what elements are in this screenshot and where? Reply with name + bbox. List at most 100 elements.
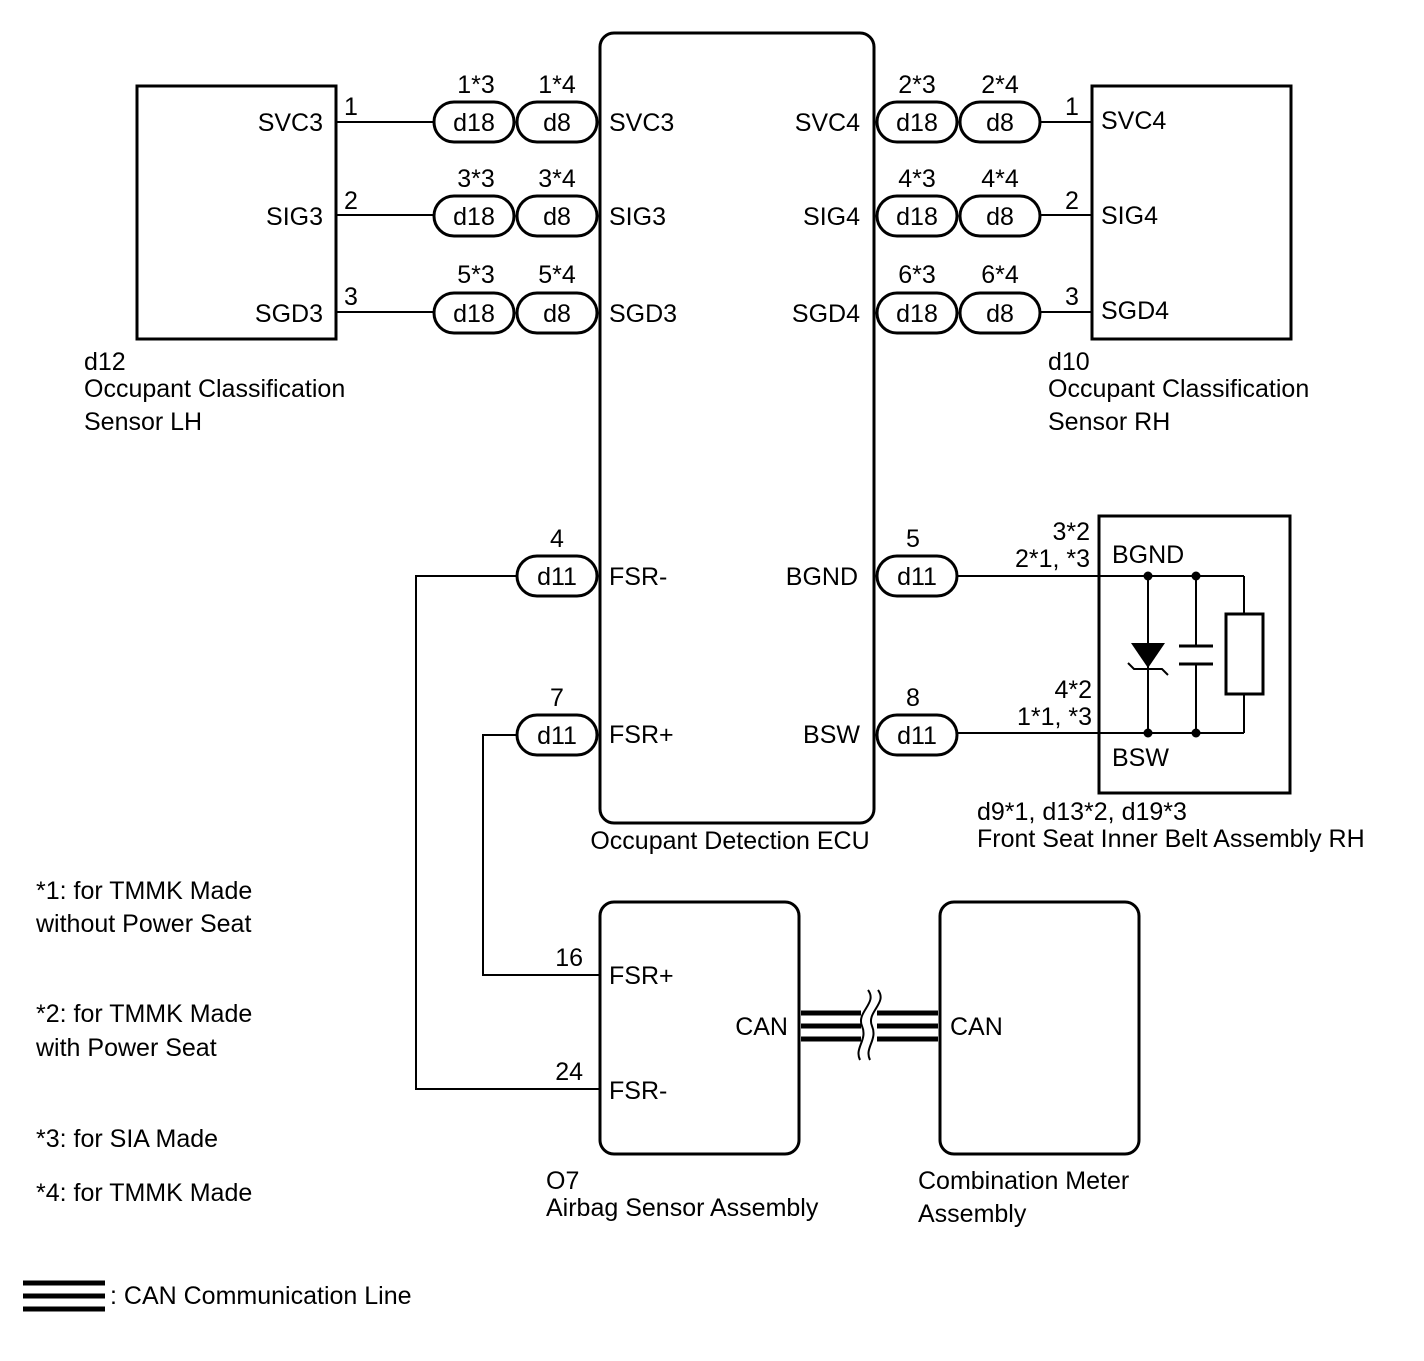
connector-lh-3-b-pin: 5*4 bbox=[538, 261, 576, 289]
sensor-lh-box bbox=[135, 84, 338, 341]
ecu-pin-svc4: SVC4 bbox=[795, 109, 860, 137]
belt-name: Front Seat Inner Belt Assembly RH bbox=[977, 825, 1365, 853]
airbag-sensor-box bbox=[598, 900, 801, 1156]
zener-diode-icon bbox=[1127, 643, 1169, 676]
airbag-name: Airbag Sensor Assembly bbox=[546, 1194, 819, 1222]
airbag-fsr-plus-label: FSR+ bbox=[609, 962, 674, 990]
connector-rh-2-b-code: d8 bbox=[986, 203, 1014, 231]
connector-lh-2-b bbox=[515, 194, 599, 238]
sensor-lh-pin-label-2: SIG3 bbox=[266, 203, 323, 231]
airbag-code: O7 bbox=[546, 1167, 579, 1195]
connector-lh-2-a bbox=[432, 194, 516, 238]
sensor-rh-pin-num-3: 3 bbox=[1065, 283, 1079, 311]
connector-rh-1-b-pin: 2*4 bbox=[981, 71, 1019, 99]
occupant-detection-ecu-label: Occupant Detection ECU bbox=[590, 827, 869, 855]
connector-lh-1-a bbox=[432, 100, 516, 144]
airbag-can-label: CAN bbox=[735, 1013, 788, 1041]
connector-rh-1-a-pin: 2*3 bbox=[898, 71, 936, 99]
ecu-pin-fsr-plus: FSR+ bbox=[609, 721, 674, 749]
connector-rh-1-a bbox=[875, 100, 959, 144]
connector-d11-fsr-minus-code: d11 bbox=[537, 563, 577, 591]
ecu-pin-sgd3: SGD3 bbox=[609, 300, 677, 328]
wire-fsr-plus bbox=[482, 734, 600, 976]
connector-lh-2-a-code: d18 bbox=[453, 203, 495, 231]
note-2-line2: with Power Seat bbox=[35, 1034, 217, 1062]
meter-can-label: CAN bbox=[950, 1013, 1003, 1041]
legend-can-line-label: : CAN Communication Line bbox=[110, 1282, 412, 1310]
connector-rh-2-a-pin: 4*3 bbox=[898, 165, 936, 193]
connector-lh-1-b bbox=[515, 100, 599, 144]
combination-meter-box bbox=[938, 900, 1141, 1156]
note-4: *4: for TMMK Made bbox=[36, 1179, 252, 1207]
ecu-pin-sig4: SIG4 bbox=[803, 203, 860, 231]
ecu-pin-sig3: SIG3 bbox=[609, 203, 666, 231]
connector-lh-3-a-code: d18 bbox=[453, 300, 495, 328]
connector-rh-2-b-pin: 4*4 bbox=[981, 165, 1019, 193]
belt-bgnd-label: BGND bbox=[1112, 541, 1184, 569]
sensor-rh-pin-label-2: SIG4 bbox=[1101, 202, 1158, 230]
connector-lh-2-a-pin: 3*3 bbox=[457, 165, 495, 193]
connector-d11-bsw-code: d11 bbox=[897, 722, 937, 750]
note-1-line1: *1: for TMMK Made bbox=[36, 877, 252, 905]
connector-rh-3-a-code: d18 bbox=[896, 300, 938, 328]
connector-lh-2-b-code: d8 bbox=[543, 203, 571, 231]
sensor-rh-name-line2: Sensor RH bbox=[1048, 408, 1170, 436]
can-communication-line bbox=[801, 989, 938, 1061]
ecu-pin-bgnd: BGND bbox=[786, 563, 858, 591]
sensor-rh-pin-label-1: SVC4 bbox=[1101, 107, 1166, 135]
sensor-lh-name-line2: Sensor LH bbox=[84, 408, 202, 436]
airbag-fsr-minus-label: FSR- bbox=[609, 1077, 667, 1105]
connector-lh-1-a-code: d18 bbox=[453, 109, 495, 137]
sensor-lh-pin-num-1: 1 bbox=[344, 93, 358, 121]
sensor-rh-pin-num-1: 1 bbox=[1065, 93, 1079, 121]
belt-bsw-pin-a: 4*2 bbox=[1054, 676, 1092, 704]
connector-d11-bgnd-code: d11 bbox=[897, 563, 937, 591]
connector-lh-3-b bbox=[515, 291, 599, 335]
ecu-pin-svc3: SVC3 bbox=[609, 109, 674, 137]
connector-rh-2-a-code: d18 bbox=[896, 203, 938, 231]
sensor-rh-code: d10 bbox=[1048, 348, 1090, 376]
sensor-lh-name-line1: Occupant Classification bbox=[84, 375, 345, 403]
note-2-line1: *2: for TMMK Made bbox=[36, 1000, 252, 1028]
connector-rh-3-b-code: d8 bbox=[986, 300, 1014, 328]
occupant-detection-ecu-box bbox=[598, 31, 876, 825]
connector-rh-3-a bbox=[875, 291, 959, 335]
connector-d11-bgnd-pin: 5 bbox=[906, 525, 920, 553]
ecu-pin-bsw: BSW bbox=[803, 721, 860, 749]
connector-lh-3-b-code: d8 bbox=[543, 300, 571, 328]
belt-codes: d9*1, d13*2, d19*3 bbox=[977, 798, 1187, 826]
belt-bsw-pin-b: 1*1, *3 bbox=[1017, 703, 1092, 731]
connector-d11-fsr-plus-code: d11 bbox=[537, 722, 577, 750]
ecu-pin-fsr-minus: FSR- bbox=[609, 563, 667, 591]
belt-bgnd-pin-b: 2*1, *3 bbox=[1015, 545, 1090, 573]
meter-name-line1: Combination Meter bbox=[918, 1167, 1129, 1195]
belt-bsw-label: BSW bbox=[1112, 744, 1169, 772]
connector-d11-bsw-pin: 8 bbox=[906, 684, 920, 712]
connector-rh-2-b bbox=[958, 194, 1042, 238]
connector-rh-3-a-pin: 6*3 bbox=[898, 261, 936, 289]
sensor-rh-name-line1: Occupant Classification bbox=[1048, 375, 1309, 403]
connector-lh-1-b-pin: 1*4 bbox=[538, 71, 576, 99]
connector-d11-fsr-minus-pin: 4 bbox=[550, 525, 564, 553]
belt-bgnd-pin-a: 3*2 bbox=[1052, 518, 1090, 546]
sensor-lh-pin-label-1: SVC3 bbox=[258, 109, 323, 137]
resistor-icon bbox=[1224, 612, 1265, 696]
wire-fsr-minus bbox=[415, 575, 600, 1090]
meter-name-line2: Assembly bbox=[918, 1200, 1027, 1228]
connector-lh-1-a-pin: 1*3 bbox=[457, 71, 495, 99]
note-3: *3: for SIA Made bbox=[36, 1125, 218, 1153]
connector-lh-2-b-pin: 3*4 bbox=[538, 165, 576, 193]
ecu-pin-sgd4: SGD4 bbox=[792, 300, 860, 328]
airbag-fsr-plus-pin: 16 bbox=[555, 944, 583, 972]
connector-lh-3-a bbox=[432, 291, 516, 335]
sensor-lh-code: d12 bbox=[84, 348, 126, 376]
sensor-lh-pin-num-3: 3 bbox=[344, 283, 358, 311]
connector-rh-1-a-code: d18 bbox=[896, 109, 938, 137]
legend-can-line-icon bbox=[23, 1280, 105, 1312]
capacitor-icon bbox=[1179, 644, 1213, 666]
sensor-rh-pin-num-2: 2 bbox=[1065, 187, 1079, 215]
connector-lh-3-a-pin: 5*3 bbox=[457, 261, 495, 289]
sensor-rh-pin-label-3: SGD4 bbox=[1101, 297, 1169, 325]
connector-rh-1-b bbox=[958, 100, 1042, 144]
